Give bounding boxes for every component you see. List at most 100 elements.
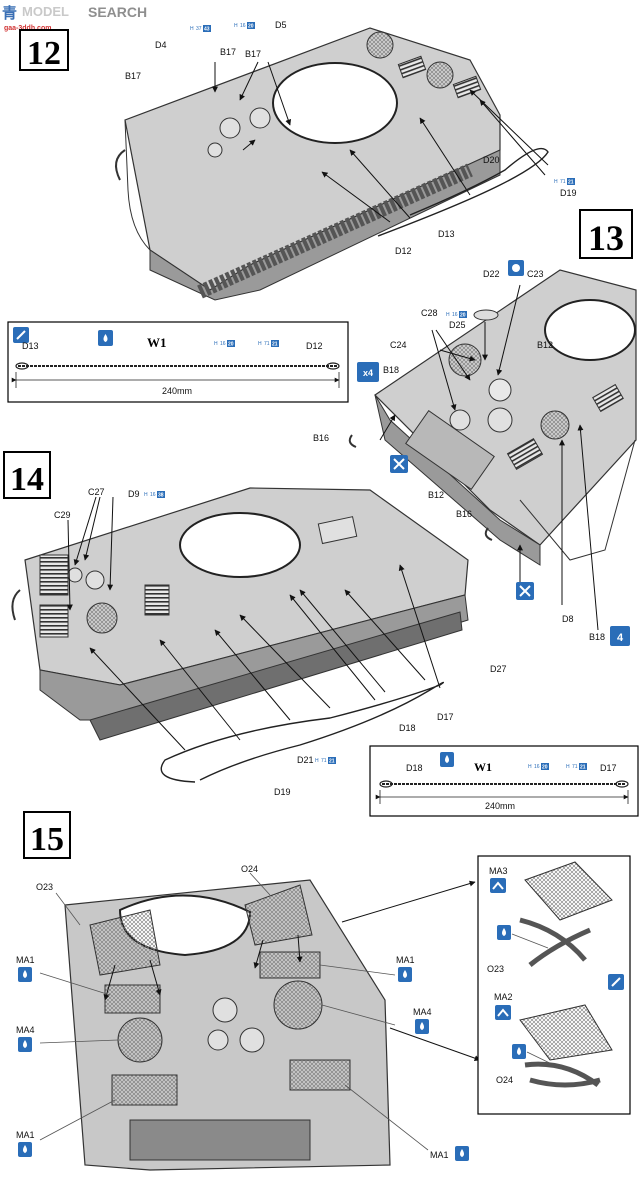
label-d19: D19 xyxy=(274,787,291,797)
glue-drop-icon xyxy=(18,1142,32,1157)
bend-up-icon xyxy=(495,1005,511,1020)
label-d4: D4 xyxy=(155,40,167,50)
svg-text:H: H xyxy=(258,341,262,347)
svg-text:16: 16 xyxy=(220,341,226,347)
label-d22: D22 xyxy=(483,269,500,279)
label-c28: C28 xyxy=(421,308,438,318)
label-d20: D20 xyxy=(483,155,500,165)
hatch xyxy=(67,567,83,583)
label-d19: D19 xyxy=(560,188,577,198)
label-b18: B18 xyxy=(589,632,605,642)
turret-ring-opening xyxy=(179,512,301,578)
shackle xyxy=(348,434,357,448)
label-ma1: MA1 xyxy=(16,1130,35,1140)
hatch xyxy=(212,997,238,1023)
label-b18: B18 xyxy=(383,365,399,375)
fan-grille xyxy=(426,61,454,89)
svg-text:38: 38 xyxy=(158,493,164,499)
label-d13: D13 xyxy=(438,229,455,239)
repeat-x4-icon xyxy=(357,362,379,382)
label-b17: B17 xyxy=(220,47,236,57)
label-c23: C23 xyxy=(527,269,544,279)
label-ma1: MA1 xyxy=(430,1150,449,1160)
hatch xyxy=(487,407,513,433)
step-number: 12 xyxy=(27,35,61,72)
tow-cable xyxy=(160,681,444,783)
turret-ring-opening xyxy=(272,62,398,144)
label-ma4: MA4 xyxy=(16,1025,35,1035)
label-ma2: MA2 xyxy=(494,992,513,1002)
fan-grille-screen xyxy=(117,1017,163,1063)
fan-grille xyxy=(448,343,482,377)
label-o24: O24 xyxy=(241,864,258,874)
ref-chip: H 16 20 xyxy=(234,22,255,30)
exhaust-assembly xyxy=(405,409,495,491)
svg-text:21: 21 xyxy=(272,342,278,348)
photo-etch-mesh xyxy=(89,909,161,976)
step-12-arrows xyxy=(212,61,549,223)
label-o23: O23 xyxy=(487,964,504,974)
hatch xyxy=(488,378,512,402)
label-o24: O24 xyxy=(496,1075,513,1085)
fan-grille xyxy=(540,410,570,440)
ref-chip: H 16 20 xyxy=(214,340,235,348)
antenna-base xyxy=(473,309,499,321)
grille-screen xyxy=(104,984,161,1014)
svg-text:43: 43 xyxy=(204,27,210,33)
watermark: 青 MODEL SEARCH gaa-3ddh.com xyxy=(2,4,147,32)
tow-hook xyxy=(115,149,126,181)
track-assembly xyxy=(89,611,463,741)
repeat-count: 4 xyxy=(617,632,624,644)
frame-part xyxy=(524,1061,601,1088)
engine-grille xyxy=(39,604,69,638)
glue-drop-icon xyxy=(398,967,412,982)
svg-text:20: 20 xyxy=(228,342,234,348)
svg-text:H: H xyxy=(554,179,558,185)
ref-chip: H 16 20 xyxy=(528,763,549,771)
svg-text:H: H xyxy=(315,758,319,764)
mesh-screen-part xyxy=(519,1004,613,1061)
engine-grille xyxy=(592,383,624,413)
svg-text:H: H xyxy=(234,23,238,29)
label-d27: D27 xyxy=(490,664,507,674)
step-14: 14 xyxy=(3,451,507,797)
label-ma1: MA1 xyxy=(396,955,415,965)
step-number-box xyxy=(3,451,51,499)
cable-end-label: D12 xyxy=(306,341,323,351)
ref-chip: H 71 21 xyxy=(315,757,336,765)
step-number-box xyxy=(23,811,71,859)
repeat-x4-icon xyxy=(610,626,630,646)
label-d5: D5 xyxy=(275,20,287,30)
watermark-suffix: SEARCH xyxy=(88,4,147,20)
engine-grille xyxy=(397,55,427,79)
label-c27: C27 xyxy=(88,487,105,497)
step-number: 15 xyxy=(30,821,64,858)
tow-cable xyxy=(377,147,549,237)
inset-panel: MA3 O23 MA2 O24 xyxy=(477,855,631,1115)
fan-grille xyxy=(366,31,394,59)
label-c24: C24 xyxy=(390,340,407,350)
periscope xyxy=(207,142,223,158)
label-d17: D17 xyxy=(437,712,454,722)
label-ma4: MA4 xyxy=(413,1007,432,1017)
cable-diagram-frame xyxy=(7,321,349,403)
hull-side-view xyxy=(11,487,469,741)
step-12: 12 xyxy=(19,20,577,301)
hatch xyxy=(449,409,471,431)
svg-text:37: 37 xyxy=(196,26,202,32)
watermark-brand: MODEL xyxy=(22,4,69,19)
svg-text:71: 71 xyxy=(321,758,327,764)
leader-lines xyxy=(39,872,429,1151)
driver-hatch xyxy=(317,516,358,545)
frame-part xyxy=(519,917,591,967)
svg-text:H: H xyxy=(190,26,194,32)
repeat-count: x4 xyxy=(363,368,373,378)
step-15: 15 xyxy=(16,811,481,1171)
svg-text:H: H xyxy=(528,764,532,770)
glue-drop-icon xyxy=(18,967,32,982)
svg-text:H: H xyxy=(566,764,570,770)
step-number-box xyxy=(19,29,69,71)
ref-chip: H 16 38 xyxy=(144,491,165,499)
cable-end-label: D18 xyxy=(406,763,423,773)
